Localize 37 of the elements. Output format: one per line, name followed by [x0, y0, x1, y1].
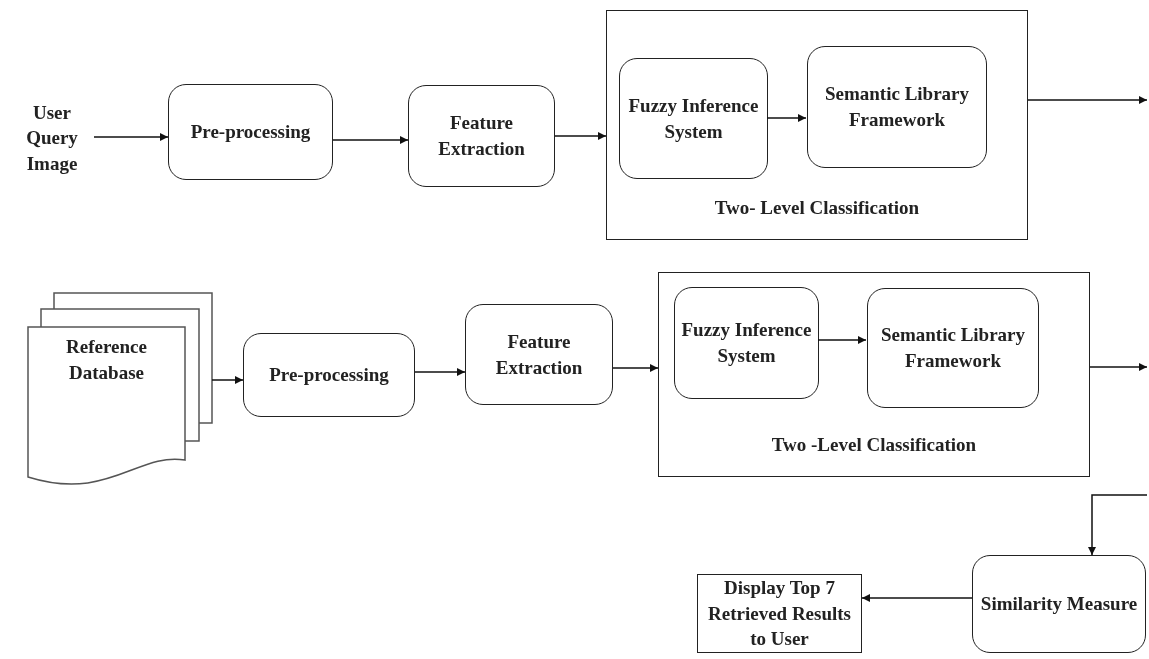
arrow: [414, 368, 466, 376]
process-box: [408, 85, 555, 187]
node-label: Semantic Library Framework: [879, 323, 1027, 373]
process-box: [807, 46, 987, 168]
process-box: [619, 58, 768, 179]
node-label: Similarity Measure: [980, 592, 1138, 617]
node-label: Fuzzy Inference System: [680, 318, 813, 368]
node-label: Feature Extraction: [494, 329, 584, 380]
process-box: [867, 288, 1039, 408]
process-box: [972, 555, 1146, 653]
arrow: [766, 114, 807, 122]
arrow: [1088, 494, 1148, 556]
group-box: [606, 10, 1028, 240]
process-box: [168, 84, 333, 180]
input-label: User Query Image: [25, 100, 79, 176]
node-label: Pre-processing: [190, 120, 311, 145]
arrow: [817, 336, 867, 344]
arrow: [861, 594, 973, 602]
arrow: [554, 132, 607, 140]
group-box: [658, 272, 1090, 477]
arrow: [1089, 363, 1148, 371]
node-label: Feature Extraction: [437, 111, 526, 161]
process-box: [674, 287, 819, 399]
arrow: [93, 133, 169, 141]
node-label: Fuzzy Inference System: [627, 93, 760, 144]
node-label: Display Top 7 Retrieved Results to User: [707, 576, 852, 652]
process-box: [465, 304, 613, 405]
process-box: [697, 574, 862, 653]
process-box: [243, 333, 415, 417]
group-heading: Two -Level Classification: [771, 433, 977, 458]
node-label: Reference Database: [65, 335, 148, 385]
node-label: Semantic Library Framework: [823, 82, 971, 132]
arrow: [1027, 96, 1148, 104]
node-label: Pre-processing: [269, 363, 389, 388]
arrow: [612, 364, 659, 372]
arrow: [332, 136, 409, 144]
group-heading: Two- Level Classification: [714, 196, 920, 221]
